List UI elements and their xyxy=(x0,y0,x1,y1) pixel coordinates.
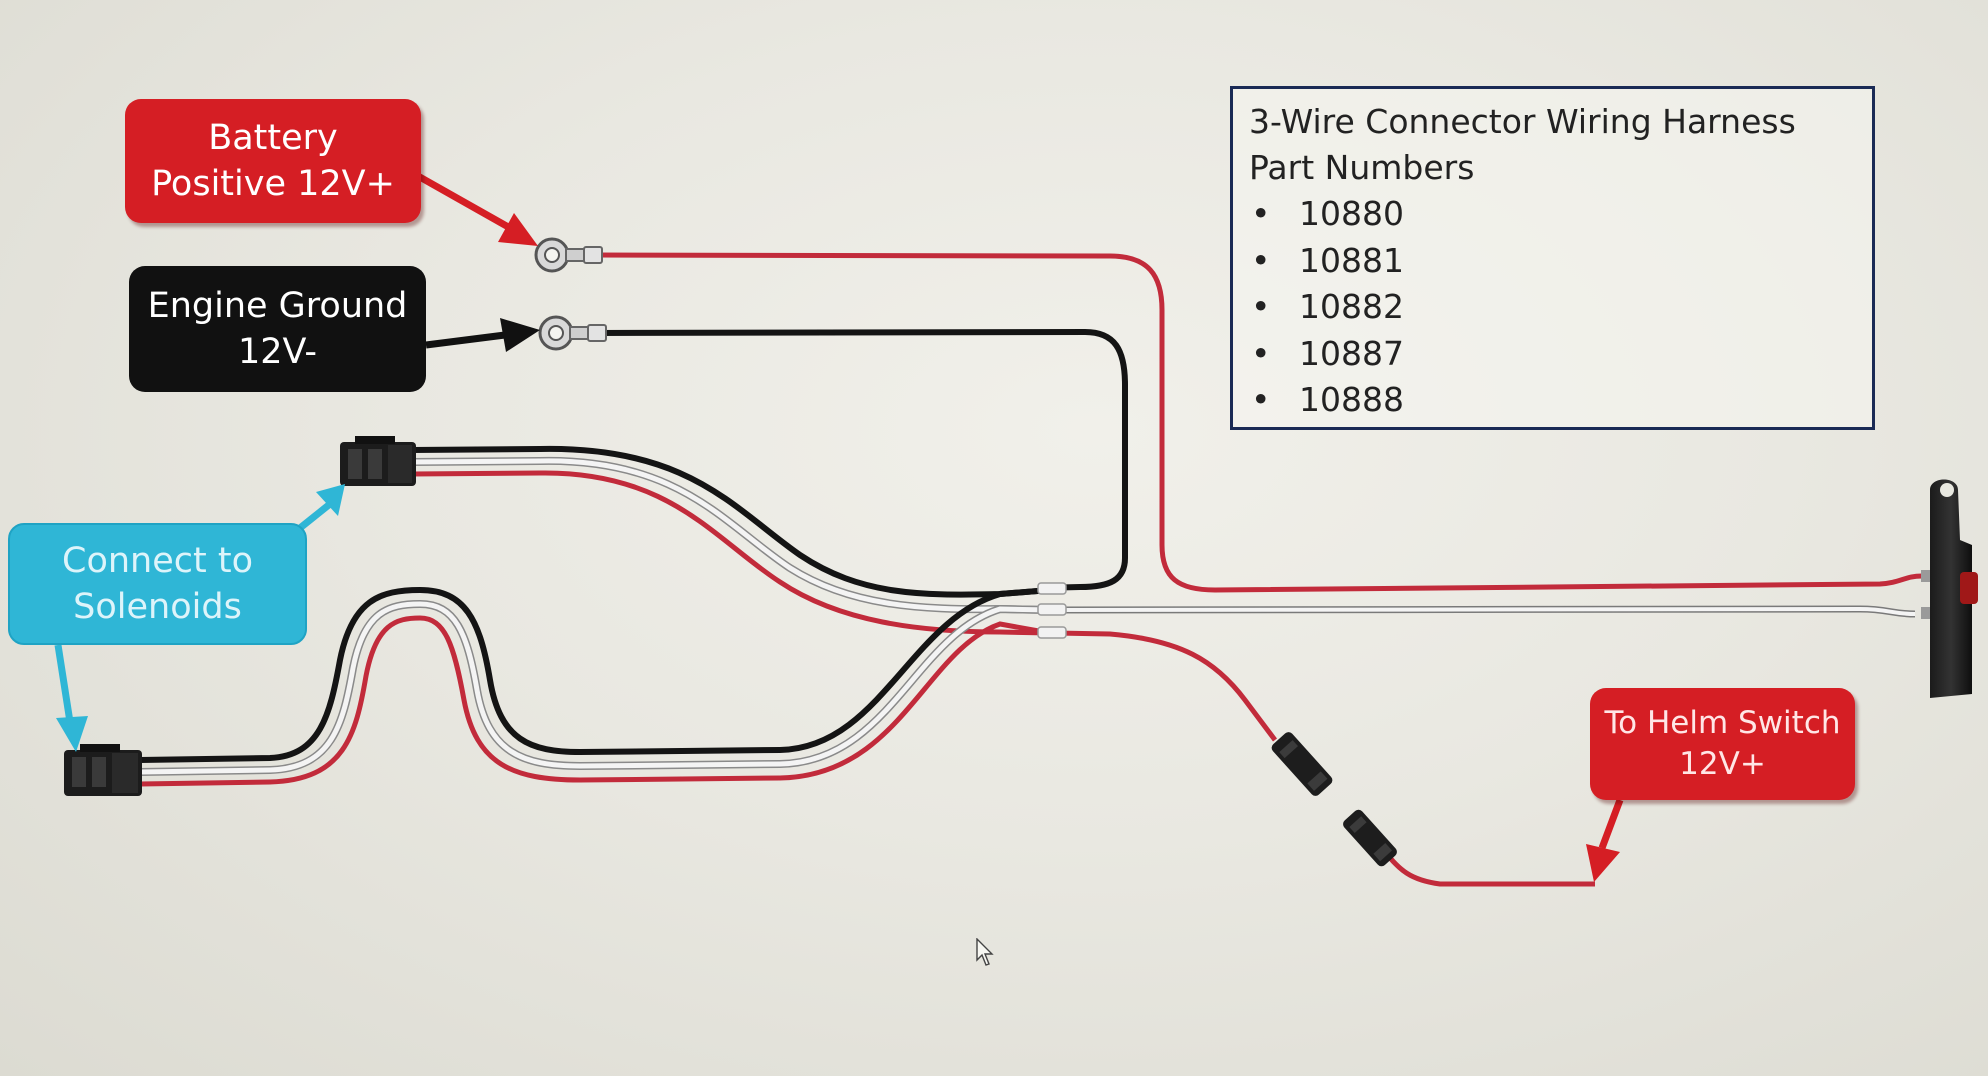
legend-title-line2: Part Numbers xyxy=(1249,148,1475,187)
bullet-icon: • xyxy=(1251,380,1271,419)
upper-solenoid-bundle xyxy=(411,445,1051,636)
lower-solenoid-bundle xyxy=(139,586,1051,787)
part-number-list: • 10880 • 10881 • 10882 • 10887 • 10888 xyxy=(1249,191,1872,424)
ring-terminal-icon xyxy=(534,237,603,273)
bullet-icon: • xyxy=(1251,287,1271,326)
bullet-icon: • xyxy=(1251,333,1271,373)
helm-red-wire xyxy=(1054,630,1277,742)
solenoids-callout: Connect to Solenoids xyxy=(8,523,307,645)
ground-arrow xyxy=(425,318,540,352)
splice-sleeves xyxy=(1037,582,1067,639)
solenoid-connector-icon xyxy=(340,436,416,486)
part-number: 10888 xyxy=(1299,380,1404,419)
list-item: • 10881 xyxy=(1249,238,1872,285)
helm-arrow xyxy=(1586,798,1624,882)
part-number: 10887 xyxy=(1299,333,1404,373)
legend-title-line1: 3-Wire Connector Wiring Harness xyxy=(1249,102,1796,141)
part-number: 10881 xyxy=(1299,240,1404,280)
solenoid-arrows xyxy=(54,484,345,752)
ground-callout-line1: Engine Ground xyxy=(147,285,408,326)
battery-red-wire xyxy=(594,252,1923,593)
helm-callout-line2: 12V+ xyxy=(1679,746,1766,782)
ground-black-wire xyxy=(594,328,1128,591)
helm-callout-line1: To Helm Switch xyxy=(1604,705,1841,742)
part-number: 10880 xyxy=(1299,194,1404,233)
solenoids-callout-line1: Connect to xyxy=(62,540,253,581)
inline-fuse-connector-icon xyxy=(1271,732,1397,867)
ring-terminal-icon xyxy=(538,315,607,351)
list-item: • 10887 xyxy=(1249,331,1872,378)
helm-switch-callout: To Helm Switch 12V+ xyxy=(1590,688,1855,800)
cursor-icon xyxy=(976,938,994,966)
ground-callout-line2: 12V- xyxy=(237,332,318,372)
battery-callout-line1: Battery xyxy=(208,117,338,158)
solenoid-connector-icon xyxy=(64,744,142,796)
solenoids-callout-line2: Solenoids xyxy=(73,587,242,627)
part-number: 10882 xyxy=(1299,287,1404,326)
battery-arrow xyxy=(416,172,538,246)
battery-callout-line2: Positive 12V+ xyxy=(151,164,395,204)
engine-ground-callout: Engine Ground 12V- xyxy=(129,266,426,392)
list-item: • 10888 xyxy=(1249,377,1872,424)
list-item: • 10880 xyxy=(1249,191,1872,238)
list-item: • 10882 xyxy=(1249,284,1872,331)
helm-switch-icon xyxy=(1921,479,1978,698)
part-numbers-legend: 3-Wire Connector Wiring Harness Part Num… xyxy=(1230,86,1875,430)
bullet-icon: • xyxy=(1251,240,1271,280)
battery-positive-callout: Battery Positive 12V+ xyxy=(125,99,421,223)
bullet-icon: • xyxy=(1251,194,1271,233)
